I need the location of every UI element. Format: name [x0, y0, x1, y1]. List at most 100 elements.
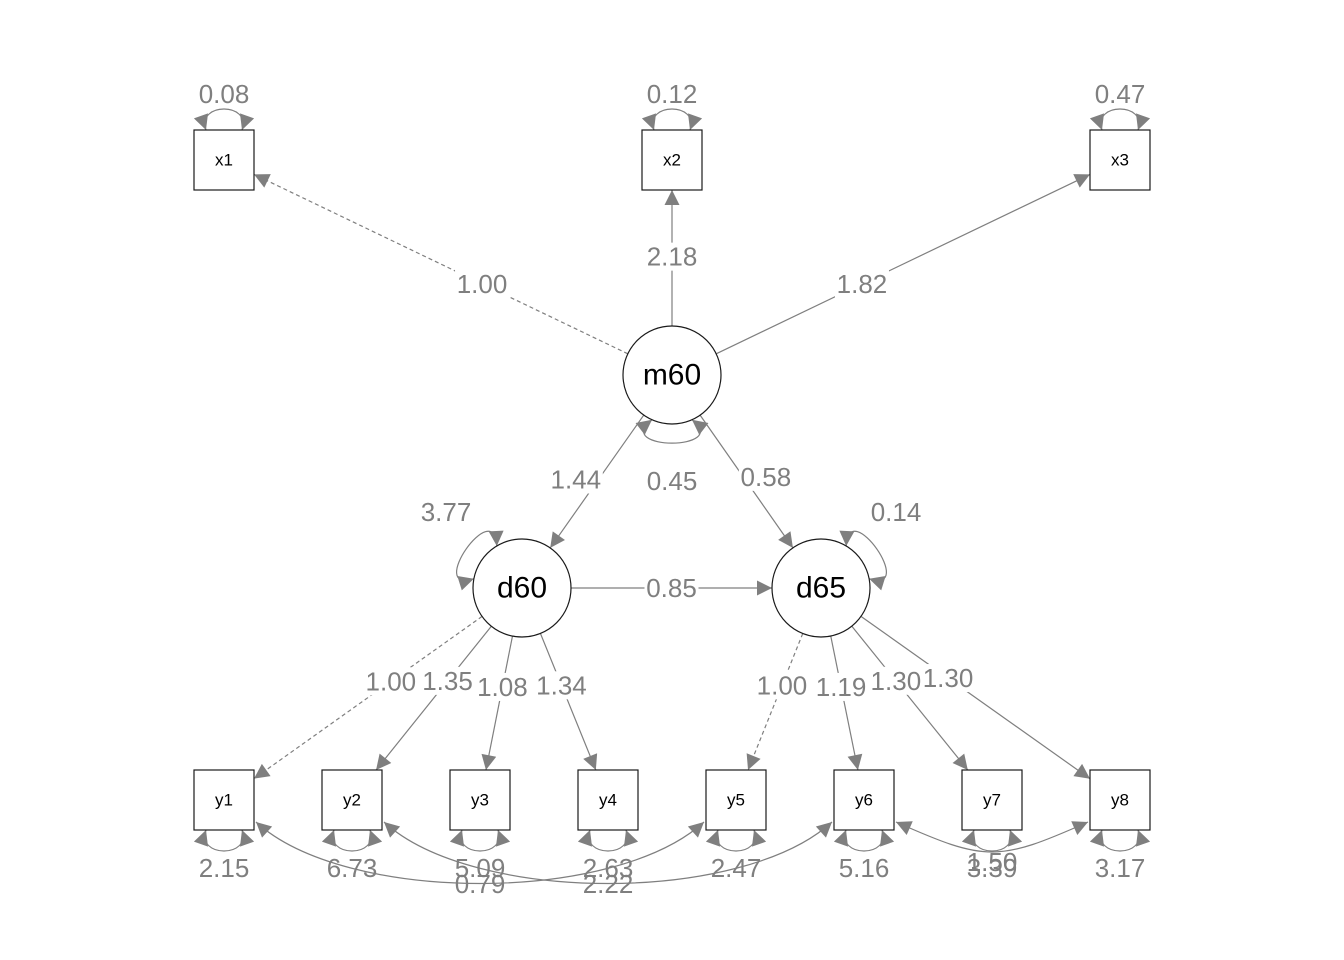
observed-node-box — [577, 769, 639, 831]
variance-loop-m60 — [635, 419, 709, 444]
observed-node-box — [449, 769, 511, 831]
variance-label-x3: 0.47 — [1095, 79, 1146, 109]
edge-label-bg — [868, 666, 923, 695]
edge-label-bg — [420, 666, 475, 695]
latent-node-label: m60 — [643, 359, 701, 392]
observed-node-label: y8 — [1111, 791, 1129, 810]
node-d65: d65 — [771, 538, 871, 638]
variance-loop-y4 — [577, 829, 639, 852]
edge-m60-x3 — [715, 173, 1091, 355]
edge-d60-y3 — [481, 635, 514, 771]
edge-label-d60-y4: 1.34 — [536, 670, 587, 700]
variance-label-y6: 5.16 — [839, 853, 890, 883]
observed-node-label: y6 — [855, 791, 873, 810]
covariance-label-y6-y8: 1.50 — [967, 847, 1018, 877]
edge-label-bg — [738, 462, 793, 491]
covariance-label-y1-y5: 0.79 — [455, 869, 506, 899]
node-x1: x1 — [193, 129, 255, 191]
variance-loop-x3 — [1089, 108, 1151, 131]
edge-d65-y5 — [746, 633, 804, 771]
variance-label-y5: 2.47 — [711, 853, 762, 883]
node-d60: d60 — [472, 538, 572, 638]
edge-label-m60-x1: 1.00 — [457, 269, 508, 299]
edge-d60-y2 — [375, 625, 492, 771]
observed-node-box — [1089, 769, 1151, 831]
observed-node-box — [1089, 129, 1151, 191]
variance-loop-y7 — [961, 829, 1023, 852]
edge-label-d60-y3: 1.08 — [477, 672, 528, 702]
edge-label-d60-y2: 1.35 — [422, 666, 473, 696]
observed-node-box — [193, 769, 255, 831]
observed-node-box — [641, 129, 703, 191]
node-y6: y6 — [833, 769, 895, 831]
edge-label-bg — [534, 671, 589, 700]
variance-loop-d65 — [839, 530, 888, 591]
edge-label-m60-x3: 1.82 — [837, 269, 888, 299]
latent-node-circle — [472, 538, 572, 638]
covariance-y2-y6 — [383, 821, 833, 884]
edge-label-d65-y7: 1.30 — [871, 666, 922, 696]
node-y2: y2 — [321, 769, 383, 831]
variance-label-y4: 2.63 — [583, 853, 634, 883]
edge-d60-y1 — [253, 615, 483, 780]
variance-loop-y3 — [449, 829, 511, 852]
variance-label-y7: 3.39 — [967, 853, 1018, 883]
edge-m60-x1 — [253, 173, 629, 355]
edge-label-bg — [475, 672, 530, 701]
edge-label-d65-y8: 1.30 — [923, 663, 974, 693]
variance-label-d65: 0.14 — [871, 497, 922, 527]
observed-node-label: x1 — [215, 151, 233, 170]
edge-label-bg — [814, 672, 869, 701]
edge-label-bg — [455, 269, 510, 298]
observed-node-label: y4 — [599, 791, 617, 810]
covariance-label-y2-y6: 2.22 — [583, 869, 634, 899]
observed-node-box — [193, 129, 255, 191]
observed-node-label: y3 — [471, 791, 489, 810]
edge-label-d65-y5: 1.00 — [757, 670, 808, 700]
observed-node-label: x3 — [1111, 151, 1129, 170]
latent-node-label: d65 — [796, 572, 846, 605]
observed-node-box — [321, 769, 383, 831]
node-y7: y7 — [961, 769, 1023, 831]
edge-label-m60-d60: 1.44 — [551, 465, 602, 495]
observed-node-label: y7 — [983, 791, 1001, 810]
edge-label-bg — [548, 465, 603, 494]
node-x3: x3 — [1089, 129, 1151, 191]
variance-label-y3: 5.09 — [455, 853, 506, 883]
observed-node-box — [961, 769, 1023, 831]
variance-label-d60: 3.77 — [421, 497, 472, 527]
latent-node-label: d60 — [497, 572, 547, 605]
edge-label-m60-d65: 0.58 — [741, 462, 792, 492]
node-y4: y4 — [577, 769, 639, 831]
node-y8: y8 — [1089, 769, 1151, 831]
variance-loop-x1 — [193, 108, 255, 131]
latent-node-circle — [622, 325, 722, 425]
edge-label-m60-x2: 2.18 — [647, 242, 698, 272]
edge-label-bg — [754, 671, 809, 700]
node-y3: y3 — [449, 769, 511, 831]
variance-loop-y2 — [321, 829, 383, 852]
edge-label-bg — [921, 664, 976, 693]
variance-loop-y1 — [193, 829, 255, 852]
observed-node-label: y5 — [727, 791, 745, 810]
node-y5: y5 — [705, 769, 767, 831]
latent-node-circle — [771, 538, 871, 638]
observed-node-label: x2 — [663, 151, 681, 170]
variance-label-x2: 0.12 — [647, 79, 698, 109]
edge-d65-y8 — [860, 615, 1091, 780]
observed-node-label: y2 — [343, 791, 361, 810]
edge-label-bg — [834, 269, 889, 298]
edge-d65-y6 — [830, 635, 863, 771]
variance-label-y8: 3.17 — [1095, 853, 1146, 883]
variance-label-m60: 0.45 — [647, 466, 698, 496]
covariance-y1-y5 — [255, 821, 705, 884]
edge-d65-y7 — [851, 625, 969, 771]
variance-label-y2: 6.73 — [327, 853, 378, 883]
node-m60: m60 — [622, 325, 722, 425]
node-x2: x2 — [641, 129, 703, 191]
variance-loop-d60 — [455, 530, 504, 591]
variance-loop-y5 — [705, 829, 767, 852]
edge-label-bg — [644, 574, 699, 602]
variance-loop-y6 — [833, 829, 895, 852]
